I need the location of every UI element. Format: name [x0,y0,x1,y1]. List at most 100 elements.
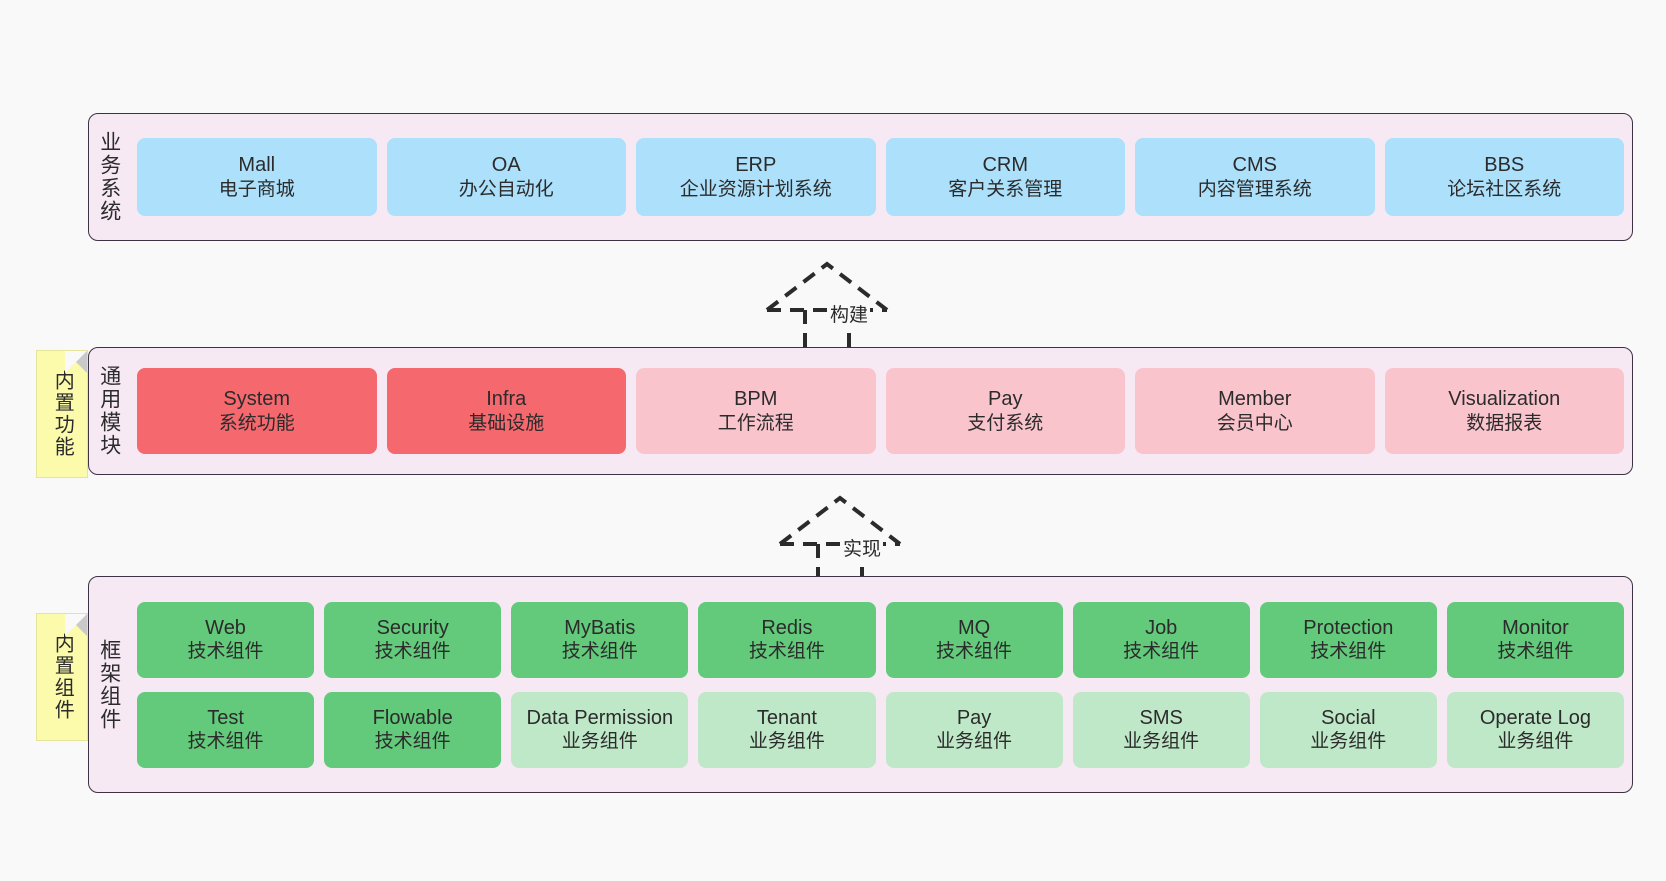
card-rows-framework: Web 技术组件 Security 技术组件 MyBatis 技术组件 Redi… [137,601,1624,768]
layer-business-system[interactable]: 业务系统 Mall 电子商城 OA 办公自动化 ERP 企业资源计划系统 CRM… [88,113,1633,241]
card-cms[interactable]: CMS 内容管理系统 [1135,138,1375,216]
layer-title-framework-component: 框架组件 [97,638,121,731]
card-flowable[interactable]: Flowable 技术组件 [324,691,502,768]
card-bbs[interactable]: BBS 论坛社区系统 [1384,138,1624,216]
card-subtitle: 办公自动化 [458,178,554,200]
card-row-common: System 系统功能 Infra 基础设施 BPM 工作流程 Pay 支付系统… [137,368,1624,454]
card-subtitle: 技术组件 [936,641,1013,663]
card-subtitle: 技术组件 [374,641,451,663]
card-redis[interactable]: Redis 技术组件 [698,601,876,678]
card-system[interactable]: System 系统功能 [137,368,377,454]
connector-build: 构建 [757,258,927,358]
layer-title-common-module: 通用模块 [97,365,121,457]
card-pay-component[interactable]: Pay 业务组件 [885,691,1063,768]
card-subtitle: 内容管理系统 [1197,178,1312,200]
card-title: OA [491,154,521,177]
card-title: Redis [761,616,813,639]
layer-framework-component[interactable]: 框架组件 Web 技术组件 Security 技术组件 MyBatis 技术组件 [88,576,1633,793]
card-title: Pay [988,388,1023,411]
card-row-tech: Web 技术组件 Security 技术组件 MyBatis 技术组件 Redi… [137,601,1624,678]
card-security[interactable]: Security 技术组件 [324,601,502,678]
card-title: Operate Log [1479,706,1592,729]
card-subtitle: 技术组件 [187,731,264,753]
card-title: Infra [486,388,527,411]
card-oa[interactable]: OA 办公自动化 [386,138,626,216]
card-subtitle: 业务组件 [748,731,825,753]
card-title: Visualization [1448,388,1561,411]
card-title: Tenant [756,706,817,729]
card-title: MQ [957,616,991,639]
card-visualization[interactable]: Visualization 数据报表 [1384,368,1624,454]
card-subtitle: 客户关系管理 [948,178,1063,200]
note-fold-mask [65,351,87,373]
card-subtitle: 论坛社区系统 [1447,178,1562,200]
connector-build-label: 构建 [828,300,871,327]
card-row-business: Mall 电子商城 OA 办公自动化 ERP 企业资源计划系统 CRM 客户关系… [137,138,1624,216]
card-subtitle: 技术组件 [374,731,451,753]
layer-body-business-system: Mall 电子商城 OA 办公自动化 ERP 企业资源计划系统 CRM 客户关系… [129,114,1632,240]
card-subtitle: 技术组件 [1310,641,1387,663]
card-title: Monitor [1502,616,1569,639]
card-mall[interactable]: Mall 电子商城 [137,138,377,216]
card-social[interactable]: Social 业务组件 [1259,691,1437,768]
card-protection[interactable]: Protection 技术组件 [1259,601,1437,678]
card-job[interactable]: Job 技术组件 [1072,601,1250,678]
card-operate-log[interactable]: Operate Log 业务组件 [1446,691,1624,768]
card-title: Member [1218,388,1292,411]
connector-implement: 实现 [770,492,940,592]
card-subtitle: 工作流程 [717,412,794,434]
note-label: 内置组件 [51,633,74,721]
card-subtitle: 数据报表 [1466,412,1543,434]
card-subtitle: 业务组件 [1497,731,1574,753]
card-title: Job [1145,616,1178,639]
card-subtitle: 技术组件 [561,641,638,663]
card-web[interactable]: Web 技术组件 [137,601,315,678]
layer-common-module[interactable]: 通用模块 System 系统功能 Infra 基础设施 BPM 工作流程 Pay… [88,347,1633,475]
card-monitor[interactable]: Monitor 技术组件 [1446,601,1624,678]
card-infra[interactable]: Infra 基础设施 [386,368,626,454]
card-title: ERP [735,154,777,177]
card-test[interactable]: Test 技术组件 [137,691,315,768]
card-bpm[interactable]: BPM 工作流程 [636,368,876,454]
card-title: BBS [1484,154,1525,177]
note-label: 内置功能 [51,370,74,458]
card-pay-module[interactable]: Pay 支付系统 [885,368,1125,454]
card-crm[interactable]: CRM 客户关系管理 [885,138,1125,216]
card-title: MyBatis [564,616,636,639]
card-subtitle: 业务组件 [1310,731,1387,753]
note-built-in-function: 内置功能 [36,350,88,478]
card-mq[interactable]: MQ 技术组件 [885,601,1063,678]
card-data-permission[interactable]: Data Permission 业务组件 [511,691,689,768]
card-subtitle: 业务组件 [561,731,638,753]
card-subtitle: 会员中心 [1216,412,1293,434]
card-subtitle: 技术组件 [187,641,264,663]
card-subtitle: 系统功能 [218,412,295,434]
card-title: Flowable [372,706,453,729]
card-title: CRM [982,154,1029,177]
card-title: CMS [1232,154,1277,177]
card-subtitle: 支付系统 [967,412,1044,434]
card-title: Mall [238,154,276,177]
card-title: System [223,388,291,411]
card-erp[interactable]: ERP 企业资源计划系统 [636,138,876,216]
card-title: Data Permission [526,706,674,729]
card-subtitle: 业务组件 [1123,731,1200,753]
card-subtitle: 技术组件 [748,641,825,663]
card-title: SMS [1139,706,1183,729]
card-mybatis[interactable]: MyBatis 技术组件 [511,601,689,678]
card-member[interactable]: Member 会员中心 [1135,368,1375,454]
card-title: Test [207,706,244,729]
card-subtitle: 技术组件 [1123,641,1200,663]
card-title: Security [376,616,449,639]
note-built-in-component: 内置组件 [36,613,88,741]
card-subtitle: 业务组件 [936,731,1013,753]
layer-title-business-system: 业务系统 [97,131,121,223]
layer-body-framework-component: Web 技术组件 Security 技术组件 MyBatis 技术组件 Redi… [129,577,1632,792]
card-title: Web [205,616,246,639]
card-title: Pay [956,706,992,729]
card-tenant[interactable]: Tenant 业务组件 [698,691,876,768]
note-fold-mask [65,614,87,636]
card-sms[interactable]: SMS 业务组件 [1072,691,1250,768]
card-subtitle: 基础设施 [468,412,545,434]
